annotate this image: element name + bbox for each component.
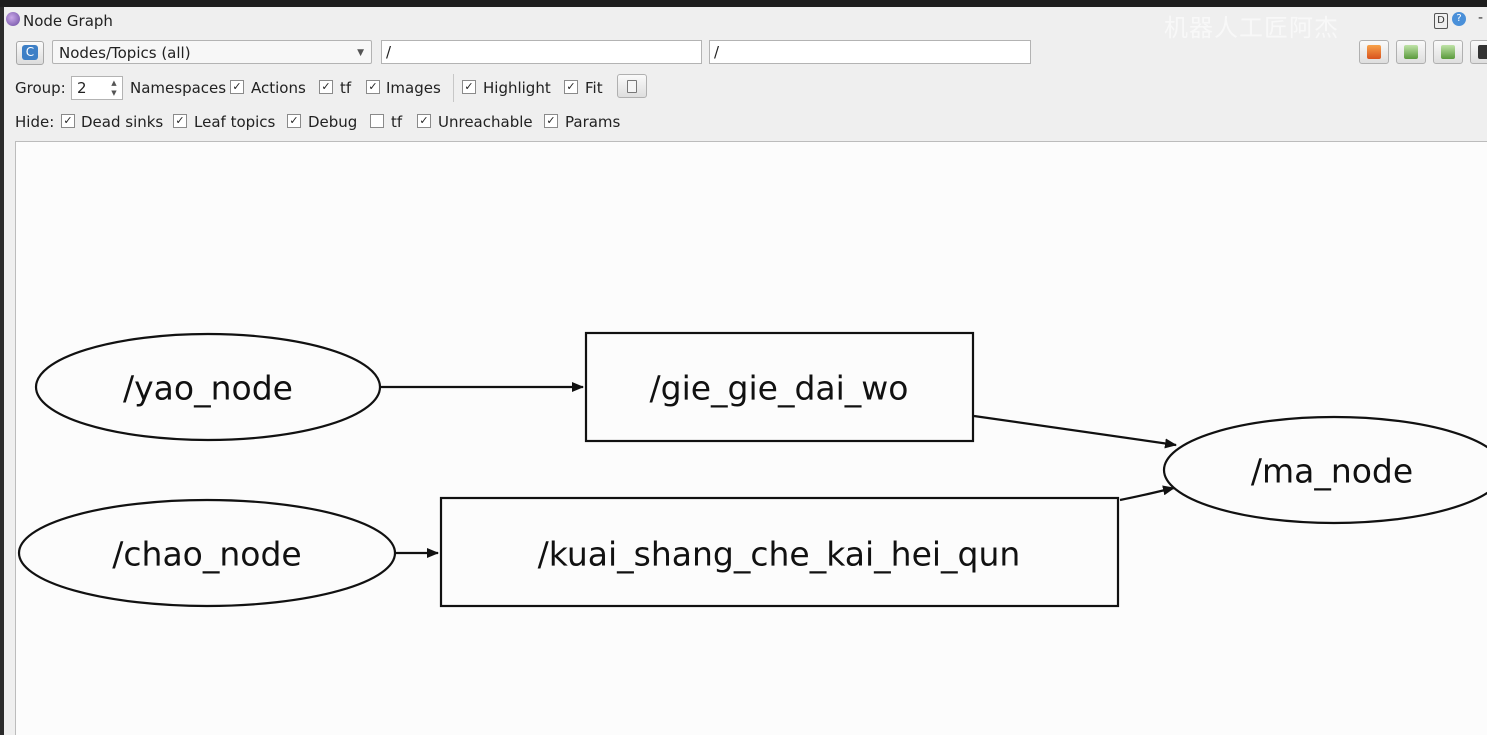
- debug-label: Debug: [308, 113, 358, 131]
- unreachable-label: Unreachable: [438, 113, 533, 131]
- edges: [379, 382, 1177, 558]
- namespaces-label: Namespaces: [130, 79, 227, 97]
- load-dot-button[interactable]: [1359, 40, 1389, 64]
- help-icon[interactable]: ?: [1452, 12, 1466, 26]
- params-label: Params: [565, 113, 621, 131]
- save-dot-button[interactable]: [1396, 40, 1426, 64]
- node-label-gie: /gie_gie_dai_wo: [650, 369, 909, 408]
- title-bar: Node Graph 机器人工匠阿杰 D ? -: [4, 7, 1487, 42]
- graph-node-gie[interactable]: /gie_gie_dai_wo: [584, 331, 975, 443]
- topic-filter-input[interactable]: /: [709, 40, 1031, 64]
- node-label-chao: /chao_node: [112, 535, 301, 574]
- minimize-button[interactable]: -: [1478, 10, 1484, 26]
- save-image-icon: [1478, 45, 1487, 59]
- save-svg-button[interactable]: [1433, 40, 1463, 64]
- namespaces-checkbox[interactable]: ✓: [230, 80, 244, 94]
- debug-checkbox[interactable]: ✓: [287, 114, 301, 128]
- options-row: Group: 2 ▲▼ Namespaces ✓ Actions ✓ tf ✓ …: [4, 74, 1487, 102]
- tf-checkbox[interactable]: ✓: [366, 80, 380, 94]
- graph-svg: /yao_node /gie_gie_dai_wo /ma_node /chao…: [17, 331, 1487, 608]
- node-graph-window: Node Graph 机器人工匠阿杰 D ? - C Nodes/Topics …: [4, 7, 1487, 735]
- save-dot-icon: [1404, 45, 1418, 59]
- images-label: Images: [386, 79, 441, 97]
- window-title: Node Graph: [23, 12, 113, 30]
- watermark: 机器人工匠阿杰: [1164, 14, 1339, 42]
- graph-node-yao[interactable]: /yao_node: [34, 332, 382, 442]
- actions-label: Actions: [251, 79, 306, 97]
- save-svg-icon: [1441, 45, 1455, 59]
- toolbar-row: C Nodes/Topics (all) ▼ / /: [4, 39, 1487, 67]
- highlight-checkbox[interactable]: ✓: [462, 80, 476, 94]
- edge-gie-to-ma: [973, 414, 1177, 449]
- node-label-ma: /ma_node: [1251, 452, 1413, 491]
- fit-in-view-icon: [627, 80, 637, 93]
- chevron-down-icon: ▼: [357, 48, 364, 58]
- unreachable-checkbox[interactable]: ✓: [417, 114, 431, 128]
- fit-in-view-button[interactable]: [617, 74, 647, 98]
- hide-label: Hide:: [15, 113, 55, 131]
- hide-row: Hide: ✓ Dead sinks ✓ Leaf topics ✓ Debug…: [4, 108, 1487, 134]
- highlight-label: Highlight: [483, 79, 551, 97]
- refresh-button[interactable]: C: [16, 41, 44, 65]
- params-checkbox[interactable]: ✓: [544, 114, 558, 128]
- node-label-kuai: /kuai_shang_che_kai_hei_qun: [538, 535, 1021, 574]
- fit-checkbox[interactable]: ✓: [564, 80, 578, 94]
- node-label-yao: /yao_node: [123, 369, 293, 408]
- graph-node-ma[interactable]: /ma_node: [1162, 415, 1487, 525]
- d-button[interactable]: D: [1434, 13, 1448, 29]
- divider: [453, 74, 454, 102]
- node-filter-input[interactable]: /: [381, 40, 702, 64]
- fit-label: Fit: [585, 79, 603, 97]
- leaf-topics-label: Leaf topics: [194, 113, 276, 131]
- group-value: 2: [77, 79, 87, 97]
- leaf-topics-checkbox[interactable]: ✓: [173, 114, 187, 128]
- graph-node-chao[interactable]: /chao_node: [17, 498, 397, 608]
- edge-kuai-to-ma: [1119, 485, 1175, 502]
- graph-type-select[interactable]: Nodes/Topics (all) ▼: [52, 40, 372, 64]
- top-dark-strip: [0, 0, 1487, 7]
- graph-canvas[interactable]: /yao_node /gie_gie_dai_wo /ma_node /chao…: [15, 141, 1487, 735]
- tf-label: tf: [340, 79, 352, 97]
- group-spinbox[interactable]: 2 ▲▼: [71, 76, 123, 100]
- dead-sinks-checkbox[interactable]: ✓: [61, 114, 75, 128]
- spin-arrows-icon[interactable]: ▲▼: [111, 79, 117, 97]
- save-image-button[interactable]: [1470, 40, 1487, 64]
- dead-sinks-label: Dead sinks: [81, 113, 164, 131]
- app-icon: [6, 12, 20, 26]
- graph-node-kuai[interactable]: /kuai_shang_che_kai_hei_qun: [439, 496, 1120, 608]
- hide-tf-label: tf: [391, 113, 403, 131]
- group-label: Group:: [15, 79, 66, 97]
- left-dark-edge: [0, 7, 4, 735]
- hide-tf-checkbox[interactable]: [370, 114, 384, 128]
- load-dot-icon: [1367, 45, 1381, 59]
- refresh-icon: C: [22, 45, 38, 60]
- graph-type-value: Nodes/Topics (all): [59, 44, 191, 62]
- actions-checkbox[interactable]: ✓: [319, 80, 333, 94]
